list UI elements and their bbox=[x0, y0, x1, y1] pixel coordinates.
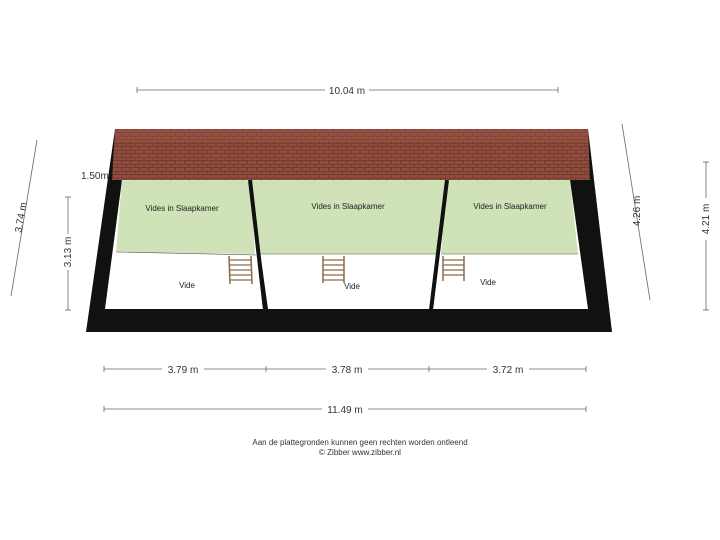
left-inner-dimension: 3.13 m bbox=[61, 196, 75, 311]
room-3-green-floor bbox=[441, 180, 578, 254]
top-width-label: 10.04 m bbox=[329, 86, 365, 97]
stair-1 bbox=[228, 255, 253, 285]
right-inner-dimension: 4.26 m bbox=[621, 123, 651, 301]
room-1-upper-label: Vides in Slaapkamer bbox=[145, 204, 219, 213]
segment-2-label: 3.78 m bbox=[332, 365, 363, 376]
room-3: Vides in Slaapkamer Vide bbox=[432, 180, 588, 309]
room-2-green-floor bbox=[250, 180, 447, 254]
left-inner-label: 3.13 m bbox=[63, 237, 74, 268]
top-dimension: 10.04 m bbox=[136, 83, 559, 97]
wall-2 bbox=[429, 179, 449, 311]
small-height-label: 1.50m bbox=[81, 171, 109, 182]
right-inner-label: 4.26 m bbox=[632, 196, 643, 227]
room-3-lower-label: Vide bbox=[480, 278, 496, 287]
left-outer-label: 3.74 m bbox=[13, 202, 29, 234]
room-3-upper-label: Vides in Slaapkamer bbox=[473, 202, 547, 211]
stair-3 bbox=[442, 256, 465, 281]
bottom-total-dimension: 11.49 m bbox=[103, 402, 587, 416]
room-2: Vides in Slaapkamer Vide bbox=[250, 180, 447, 309]
room-1-green-floor bbox=[116, 180, 255, 254]
wall-1 bbox=[248, 179, 267, 311]
roof-shade bbox=[115, 129, 588, 142]
right-outer-label: 4.21 m bbox=[701, 204, 712, 235]
room-2-upper-label: Vides in Slaapkamer bbox=[311, 202, 385, 211]
room-2-lower-label: Vide bbox=[344, 282, 360, 291]
stair-2 bbox=[322, 256, 345, 283]
left-outer-dimension: 3.74 m bbox=[10, 139, 38, 297]
roof bbox=[112, 129, 590, 180]
right-outer-dimension: 4.21 m bbox=[699, 161, 713, 311]
bottom-total-label: 11.49 m bbox=[327, 405, 362, 416]
segment-1-label: 3.79 m bbox=[168, 365, 199, 376]
room-1: Vides in Slaapkamer Vide bbox=[105, 180, 264, 309]
footer-copyright: © Zibber www.zibber.nl bbox=[319, 448, 401, 457]
segment-3-label: 3.72 m bbox=[493, 365, 524, 376]
segment-dimensions: 3.79 m 3.78 m 3.72 m bbox=[103, 362, 587, 376]
room-1-lower-label: Vide bbox=[179, 281, 195, 290]
footer-disclaimer: Aan de plattegronden kunnen geen rechten… bbox=[252, 438, 468, 447]
